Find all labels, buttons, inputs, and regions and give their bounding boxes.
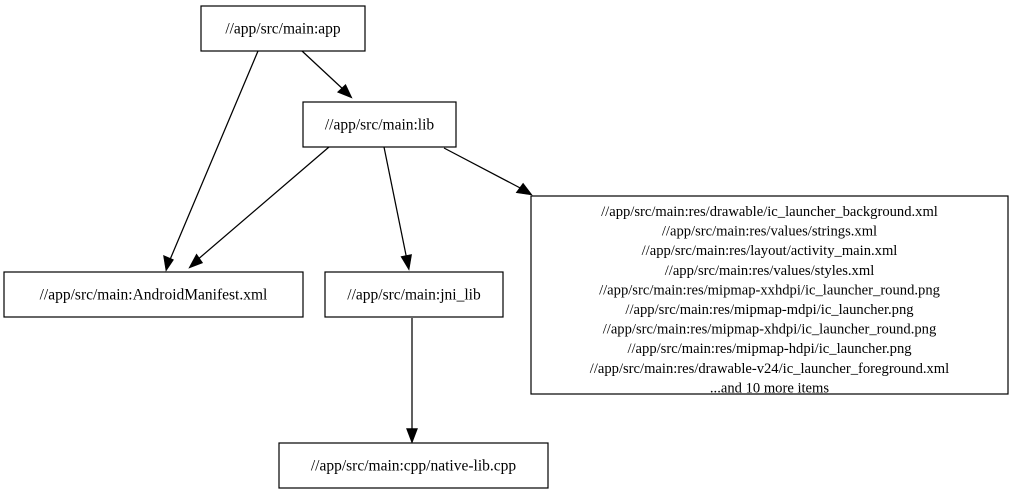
node-native-lib-cpp[interactable]: //app/src/main:cpp/native-lib.cpp: [278, 442, 549, 489]
node-layer: //app/src/main:app //app/src/main:lib //…: [3, 5, 1009, 489]
arrowhead-icon: [400, 254, 412, 271]
resource-line: //app/src/main:res/mipmap-mdpi/ic_launch…: [625, 302, 914, 318]
edge-line: [443, 147, 525, 191]
edge-lib-to-resources: [443, 147, 533, 196]
arrowhead-icon: [406, 428, 418, 444]
arrowhead-icon: [336, 83, 353, 99]
node-lib[interactable]: //app/src/main:lib: [302, 101, 457, 148]
edge-line: [168, 50, 259, 263]
edge-line: [383, 146, 408, 261]
arrowhead-icon: [515, 182, 533, 196]
node-lib-box[interactable]: [302, 101, 457, 148]
resource-line: //app/src/main:res/values/strings.xml: [662, 224, 877, 240]
node-resources-group[interactable]: //app/src/main:res/drawable/ic_launcher_…: [530, 195, 1009, 396]
node-jni-lib-label: //app/src/main:jni_lib: [347, 287, 481, 304]
node-jni-lib-box[interactable]: [324, 271, 504, 318]
edge-line: [195, 146, 330, 262]
node-android-manifest-label: //app/src/main:AndroidManifest.xml: [40, 287, 268, 304]
node-lib-label: //app/src/main:lib: [325, 117, 435, 134]
resource-line: //app/src/main:res/drawable/ic_launcher_…: [601, 204, 938, 220]
arrowhead-icon: [188, 253, 204, 269]
node-android-manifest[interactable]: //app/src/main:AndroidManifest.xml: [3, 271, 304, 318]
resource-line: ...and 10 more items: [710, 380, 829, 396]
node-app[interactable]: //app/src/main:app: [200, 5, 366, 52]
edge-app-to-manifest: [163, 50, 259, 272]
node-android-manifest-box[interactable]: [3, 271, 304, 318]
edge-lib-to-jni-lib: [383, 146, 412, 271]
edge-app-to-lib: [301, 50, 353, 99]
edge-layer: [163, 50, 533, 444]
resource-line: //app/src/main:res/mipmap-hdpi/ic_launch…: [627, 341, 912, 357]
edge-jni-lib-to-native-lib: [406, 318, 418, 444]
resource-line: //app/src/main:res/mipmap-xxhdpi/ic_laun…: [599, 282, 941, 298]
resource-line: //app/src/main:res/drawable-v24/ic_launc…: [590, 361, 949, 377]
node-native-lib-cpp-label: //app/src/main:cpp/native-lib.cpp: [311, 458, 517, 475]
node-app-label: //app/src/main:app: [225, 21, 341, 38]
resource-line: //app/src/main:res/layout/activity_main.…: [642, 243, 898, 259]
resource-line: //app/src/main:res/values/styles.xml: [665, 263, 875, 279]
node-app-box[interactable]: [200, 5, 366, 52]
edge-lib-to-manifest: [188, 146, 330, 269]
node-resources-group-label: //app/src/main:res/drawable/ic_launcher_…: [590, 204, 949, 396]
arrowhead-icon: [163, 255, 174, 272]
node-jni-lib[interactable]: //app/src/main:jni_lib: [324, 271, 504, 318]
node-native-lib-cpp-box[interactable]: [278, 442, 549, 489]
resource-line: //app/src/main:res/mipmap-xhdpi/ic_launc…: [603, 322, 937, 338]
node-resources-group-box[interactable]: [530, 195, 1009, 395]
edge-line: [301, 50, 346, 92]
